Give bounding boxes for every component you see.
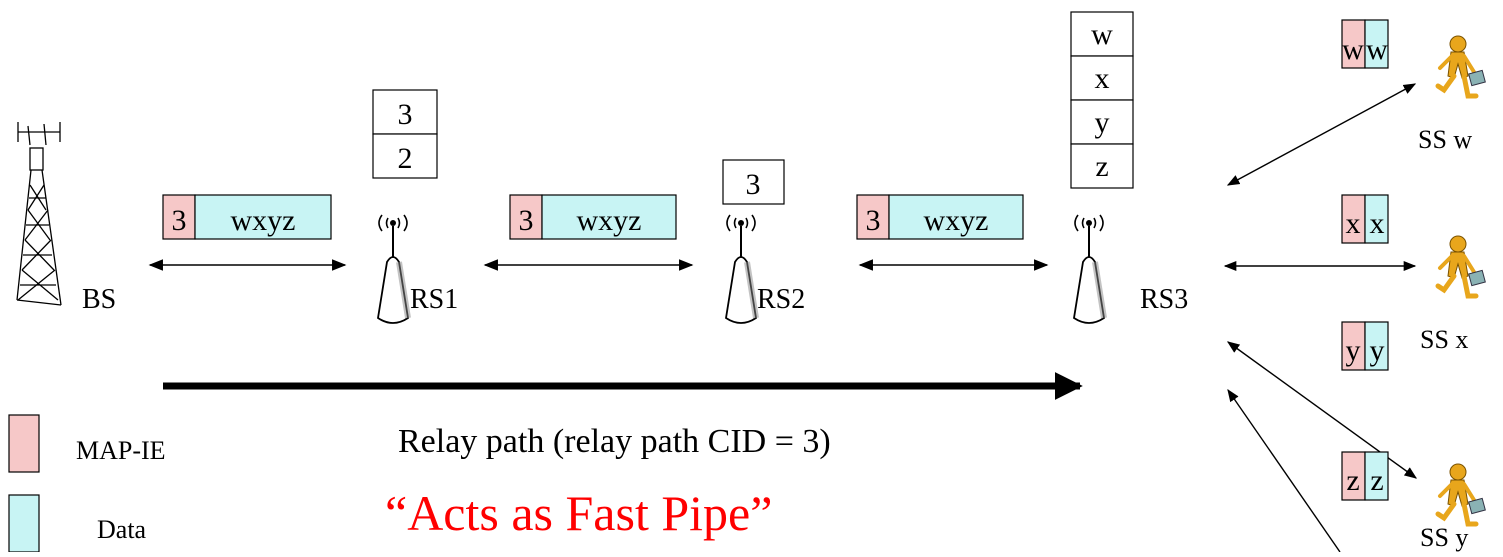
legend: MAP-IE Data [8,414,166,553]
ss-w-frame: w w [1341,19,1389,69]
data-cell [194,194,332,240]
rs1-antenna-icon [377,214,411,324]
rs3-label: RS3 [1140,284,1188,315]
data-value: wxyz [577,204,642,237]
link2-frame: 3 wxyz [509,194,677,240]
ss-z-link-arrow [1227,388,1341,553]
stack-entry: z [1095,150,1108,183]
ss-y-label: SS y [1420,523,1468,552]
rs2-cid-stack: 3 [722,159,785,205]
data-value: x [1370,207,1385,240]
link3-frame: 3 wxyz [856,194,1024,240]
rs1-cid-stack: 3 2 [372,89,438,179]
map-ie-value: 3 [866,204,881,237]
map-ie-value: x [1346,207,1361,240]
data-value: z [1370,464,1383,497]
stack-entry: y [1095,106,1110,139]
relay-path-label: Relay path (relay path CID = 3) [398,423,831,460]
ss-z-frame: z z [1341,451,1389,501]
data-value: y [1370,334,1385,367]
map-ie-value: y [1346,334,1361,367]
map-ie-value: 3 [172,204,187,237]
data-cell [541,194,677,240]
rs2-label: RS2 [757,284,805,315]
data-cell [888,194,1024,240]
map-ie-value: z [1346,464,1359,497]
data-value: wxyz [924,204,989,237]
ss-w-link-arrow [1226,83,1417,186]
ss-x-label: SS x [1420,325,1468,354]
stack-entry: w [1091,18,1113,51]
rs3-antenna-icon [1073,214,1107,324]
legend-data-swatch [8,494,40,553]
legend-map-ie-swatch [8,414,40,473]
map-ie-value: 3 [519,204,534,237]
ss-x-frame: x x [1341,194,1389,244]
stack-entry: 3 [398,98,413,131]
link1-frame: 3 wxyz [162,194,332,240]
rs1-label: RS1 [410,284,458,315]
rs2-antenna-icon [725,214,759,324]
map-ie-value: w [1342,33,1364,66]
rs3-cid-stack: w x y z [1070,11,1134,189]
stack-entry: 2 [398,142,413,175]
ss-w-person-icon [1435,35,1486,99]
stack-entry: x [1095,62,1110,95]
bs-tower-icon [16,122,62,306]
stack-entry: 3 [746,168,761,201]
ss-w-label: SS w [1418,125,1472,154]
bs-label: BS [82,284,116,315]
ss-y-frame: y y [1341,321,1389,371]
data-value: w [1366,33,1388,66]
map-ie-cell [509,194,543,240]
data-value: wxyz [231,204,296,237]
ss-y-person-icon [1435,463,1486,527]
ss-x-person-icon [1435,235,1486,299]
map-ie-cell [162,194,196,240]
legend-map-ie-label: MAP-IE [76,436,166,465]
fast-pipe-label: “Acts as Fast Pipe” [385,485,772,541]
legend-data-label: Data [97,515,147,544]
